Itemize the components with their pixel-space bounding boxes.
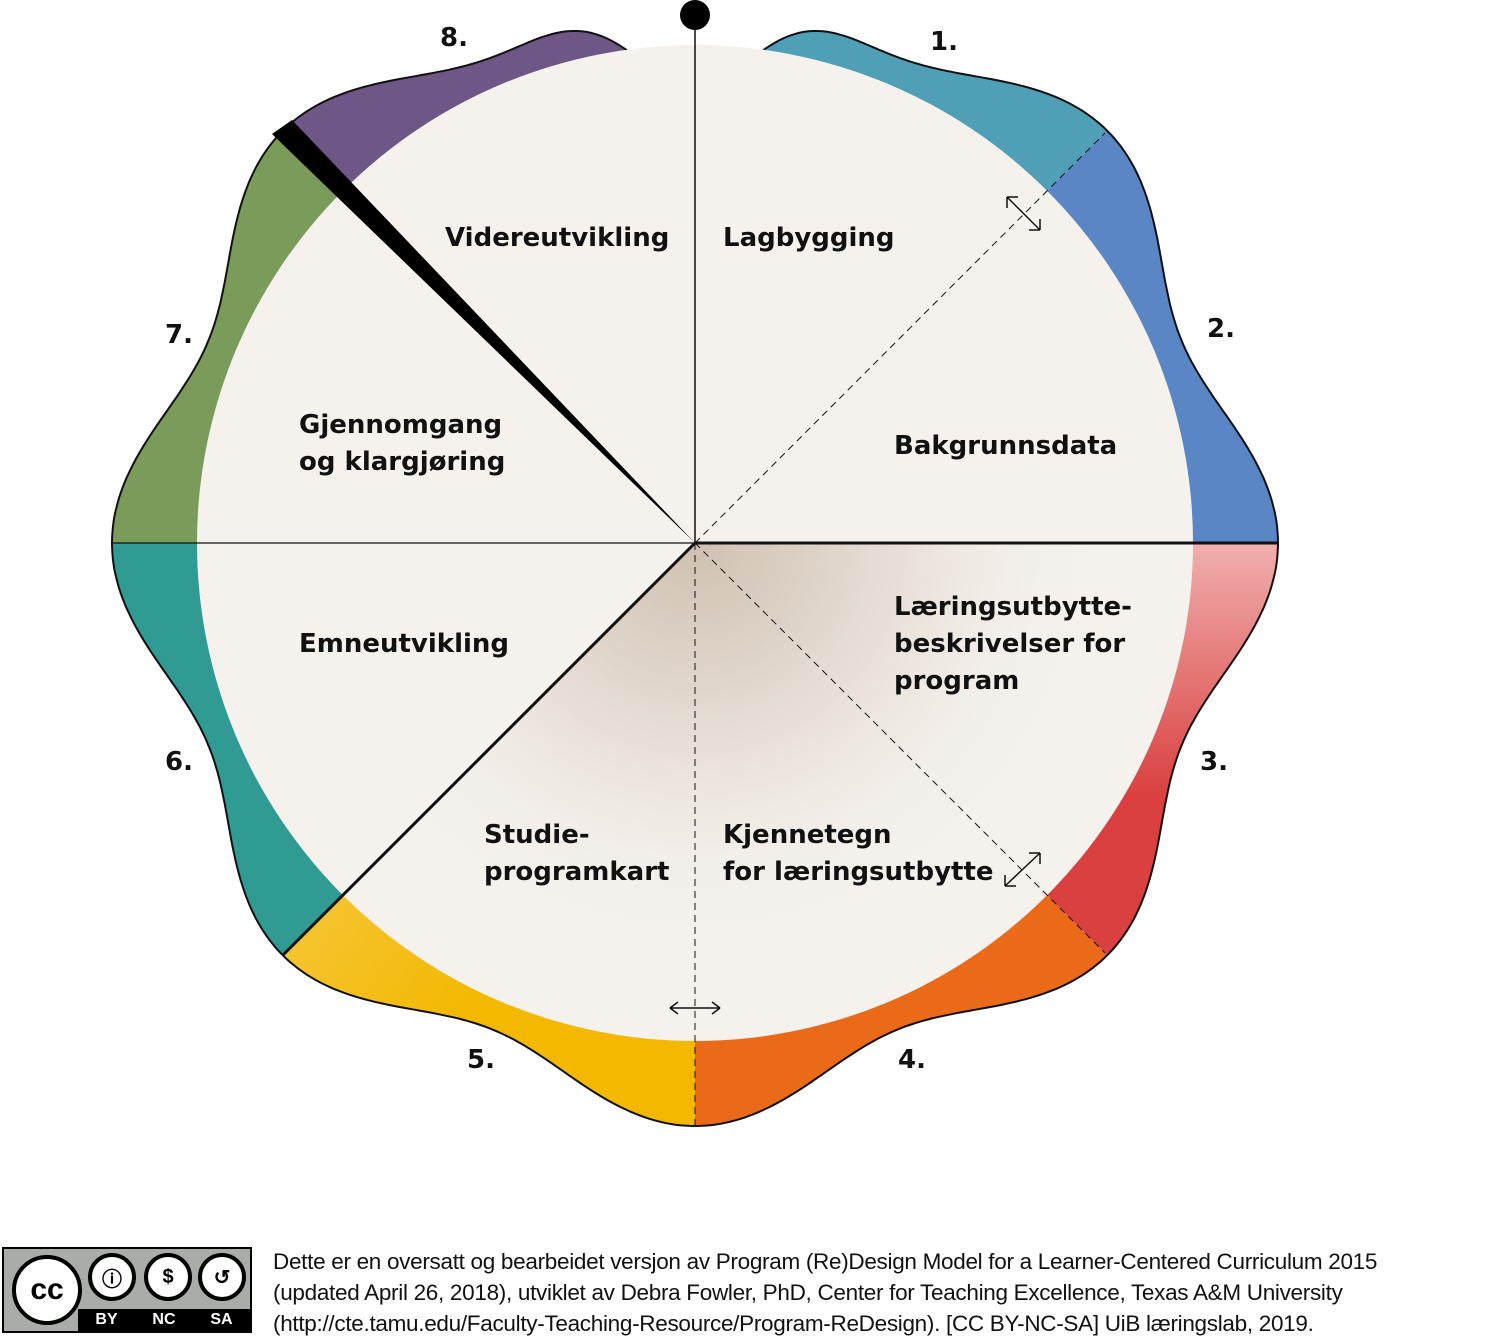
- sharealike-icon: ↺: [198, 1253, 246, 1301]
- sector-number-7: 7.: [165, 320, 193, 350]
- dashed-lower-right: [694, 542, 1106, 954]
- sector-label-6: Emneutvikling: [299, 629, 509, 659]
- cc-license-badge: cc ⓘ $ ↺ BY NC SA: [2, 1247, 252, 1333]
- double-arrow-icon: [1004, 852, 1041, 887]
- caption-line: (updated April 26, 2018), utviklet av De…: [273, 1280, 1343, 1305]
- sector-number-6: 6.: [165, 747, 193, 777]
- black-wedge: [272, 120, 695, 543]
- double-arrow-icon: [669, 1001, 721, 1015]
- sector-number-3: 3.: [1200, 747, 1228, 777]
- badge-by: BY: [95, 1311, 118, 1328]
- badge-sa: SA: [210, 1311, 233, 1328]
- diagonal-lower-left: [281, 541, 697, 957]
- attribution-icon: ⓘ: [88, 1253, 136, 1301]
- shaded-region: [343, 543, 1193, 1041]
- noncommercial-icon: $: [144, 1253, 192, 1301]
- start-dot: [680, 0, 710, 30]
- caption-line: Dette er en oversatt og bearbeidet versj…: [273, 1249, 1378, 1274]
- cc-icon: cc: [12, 1255, 82, 1325]
- attribution-caption: Dette er en oversatt og bearbeidet versj…: [273, 1246, 1377, 1339]
- sector-number-4: 4.: [898, 1045, 926, 1075]
- caption-line: (http://cte.tamu.edu/Faculty-Teaching-Re…: [273, 1311, 1314, 1336]
- sector-label-1: Lagbygging: [723, 223, 895, 253]
- sector-label-5: Studie-programkart: [484, 820, 669, 887]
- program-design-wheel: Lagbygging Bakgrunnsdata Læringsutbytte-…: [110, 0, 1280, 1128]
- sector-label-8: Videreutvikling: [445, 223, 669, 253]
- sector-label-2: Bakgrunnsdata: [894, 431, 1117, 461]
- dashed-upper-right: [694, 132, 1106, 544]
- sector-number-1: 1.: [930, 27, 958, 57]
- sector-number-2: 2.: [1207, 314, 1235, 344]
- sector-number-5: 5.: [467, 1045, 495, 1075]
- sector-number-8: 8.: [440, 23, 468, 53]
- badge-nc: NC: [152, 1311, 176, 1328]
- double-arrow-icon: [1006, 196, 1041, 231]
